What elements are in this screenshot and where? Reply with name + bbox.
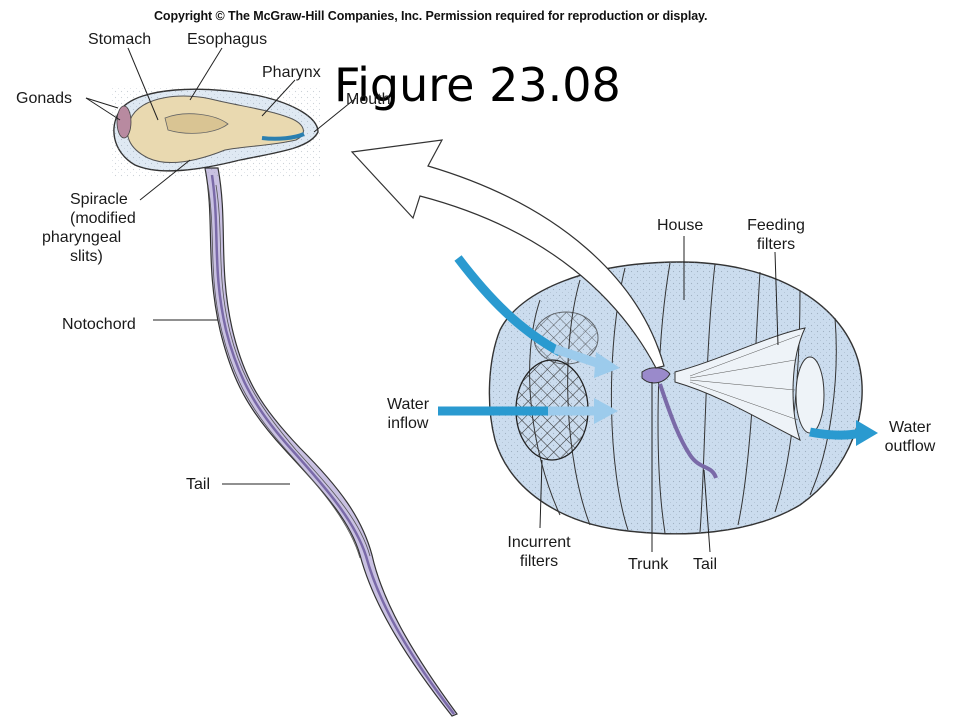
label-stomach: Stomach	[88, 31, 152, 48]
label-spiracle-3: pharyngeal	[42, 229, 122, 246]
label-feeding-filters-2: filters	[756, 236, 796, 253]
label-water-inflow: Water inflow	[378, 395, 438, 433]
tail-inside	[658, 383, 718, 479]
label-house: House	[657, 217, 704, 234]
trunk-inside	[641, 367, 671, 384]
larva-tail	[204, 167, 458, 717]
water-flow-arrows	[438, 255, 878, 446]
label-spiracle-1: Spiracle	[70, 191, 128, 208]
left-leader-lines	[85, 47, 357, 485]
label-gonads: Gonads	[16, 90, 73, 107]
label-feeding-filters-1: Feeding	[747, 217, 805, 234]
label-water-inflow-2: inflow	[387, 415, 429, 432]
label-spiracle: Spiracle (modified pharyngeal slits)	[42, 190, 136, 266]
notochord-line	[210, 174, 455, 715]
label-water-outflow-2: outflow	[884, 438, 936, 455]
label-feeding-filters: Feeding filters	[740, 216, 812, 254]
label-spiracle-4: slits)	[70, 248, 103, 265]
label-pharynx: Pharynx	[262, 64, 321, 81]
feeding-filter	[674, 327, 806, 441]
copyright-notice: Copyright © The McGraw-Hill Companies, I…	[154, 9, 708, 23]
larva-animal	[110, 86, 458, 717]
label-esophagus: Esophagus	[187, 31, 268, 48]
label-mouth: Mouth	[346, 91, 391, 108]
label-trunk: Trunk	[628, 556, 669, 573]
label-incurrent-filters-1: Incurrent	[507, 534, 571, 551]
label-notochord: Notochord	[62, 316, 136, 333]
right-leader-lines	[539, 236, 779, 553]
label-incurrent-filters-2: filters	[519, 553, 559, 570]
label-water-inflow-1: Water	[386, 396, 430, 413]
label-spiracle-2: (modified	[70, 210, 136, 227]
house-structure	[488, 261, 863, 535]
label-water-outflow: Water outflow	[878, 418, 942, 456]
label-water-outflow-1: Water	[888, 419, 932, 436]
zoom-arrow	[350, 139, 665, 369]
label-incurrent-filters: Incurrent filters	[498, 533, 580, 571]
label-tail-left: Tail	[186, 476, 211, 493]
slide-title: Figure 23.08	[334, 58, 621, 112]
label-tail-right: Tail	[693, 556, 718, 573]
